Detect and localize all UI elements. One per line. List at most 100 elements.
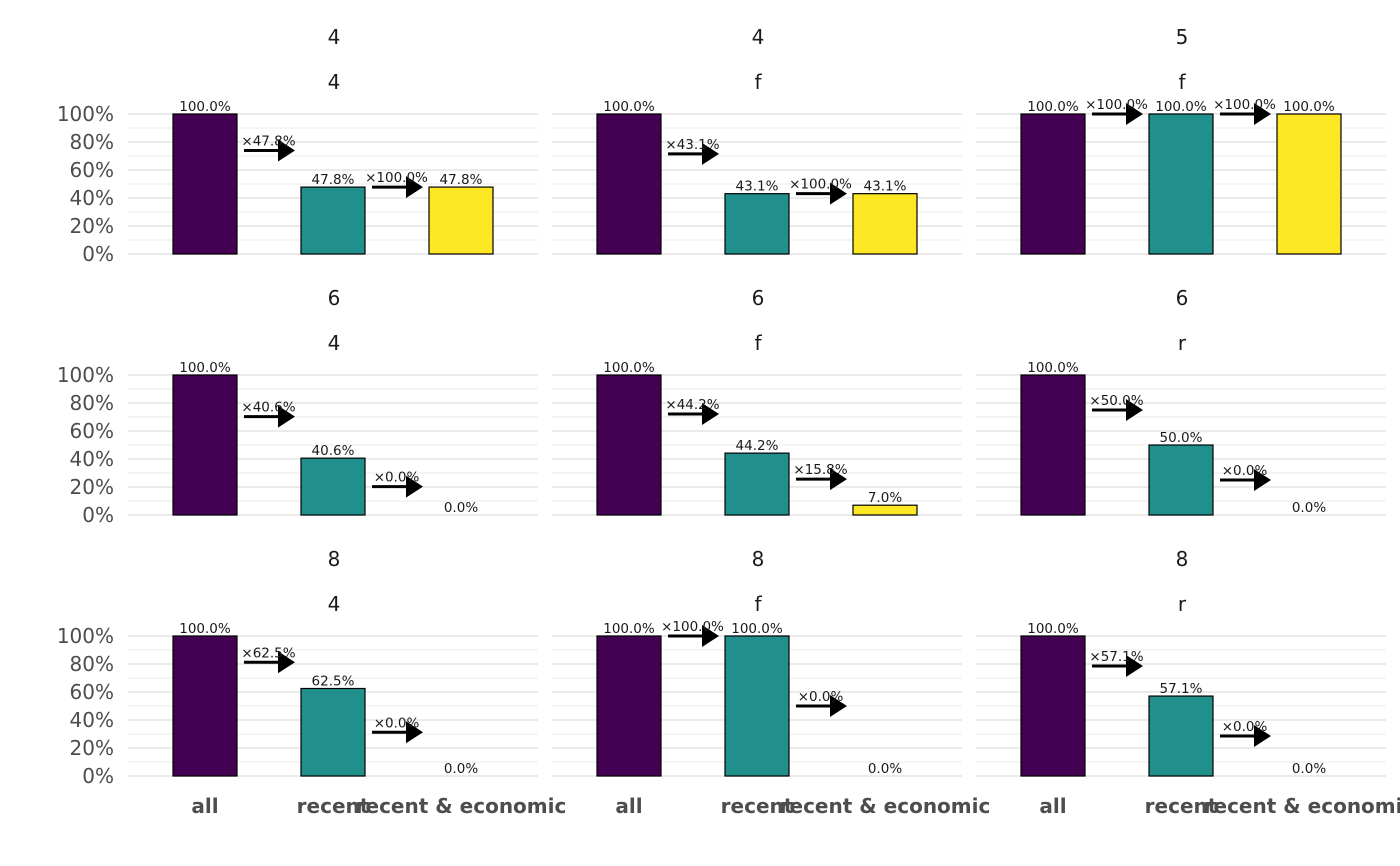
- bar: [300, 457, 366, 516]
- transition-ratio-label: ×40.6%: [241, 400, 295, 416]
- facet-strip-label: 8: [752, 547, 765, 571]
- transition-arrow-head: [830, 182, 847, 205]
- transition-arrow-head: [1126, 655, 1143, 678]
- y-tick-label: 100%: [57, 102, 114, 126]
- transition-arrow-head: [1126, 103, 1143, 125]
- bar-value-label: 47.8%: [440, 172, 483, 188]
- y-tick-label: 0%: [82, 503, 114, 527]
- bar-value-label: 100.0%: [179, 99, 231, 115]
- bar-value-label: 100.0%: [603, 621, 655, 637]
- transition-ratio-label: ×0.0%: [1222, 463, 1268, 479]
- bar: [1148, 695, 1214, 777]
- y-tick-label: 40%: [70, 186, 114, 210]
- transition-ratio-label: ×100.0%: [1213, 97, 1276, 113]
- transition-ratio-label: ×100.0%: [365, 170, 428, 186]
- bar-value-label: 0.0%: [444, 500, 478, 516]
- facet-strip-label: 4: [328, 70, 341, 94]
- transition-arrow-head: [1126, 399, 1143, 421]
- facet-strip-label: 6: [1176, 286, 1189, 310]
- y-tick-label: 80%: [70, 652, 114, 676]
- bar: [172, 635, 238, 777]
- bar-value-label: 7.0%: [868, 490, 902, 506]
- bar-value-label: 43.1%: [736, 179, 779, 195]
- x-tick-label: all: [615, 794, 642, 818]
- facet-strip-label: 4: [328, 331, 341, 355]
- transition-arrow-head: [702, 403, 719, 426]
- bar-value-label: 40.6%: [312, 443, 355, 459]
- bar: [852, 193, 918, 255]
- bar-value-label: 62.5%: [312, 674, 355, 690]
- x-tick-label: recent: [721, 794, 794, 818]
- y-tick-label: 40%: [70, 708, 114, 732]
- y-tick-label: 60%: [70, 680, 114, 704]
- bar: [596, 374, 662, 516]
- bar-value-label: 100.0%: [1283, 99, 1335, 115]
- bar: [300, 687, 366, 777]
- bar-value-label: 100.0%: [1155, 99, 1207, 115]
- y-tick-label: 0%: [82, 242, 114, 266]
- transition-arrow-head: [702, 625, 719, 647]
- bar-value-label: 100.0%: [179, 360, 231, 376]
- bar-value-label: 47.8%: [312, 172, 355, 188]
- transition-ratio-label: ×15.8%: [793, 462, 847, 478]
- transition-ratio-label: ×44.2%: [665, 397, 719, 413]
- transition-arrow-head: [406, 721, 423, 744]
- bar: [428, 186, 494, 255]
- transition-arrow-head: [830, 695, 847, 717]
- transition-ratio-label: ×100.0%: [1085, 97, 1148, 113]
- facet-strip-label: f: [754, 331, 762, 355]
- transition-ratio-label: ×0.0%: [798, 689, 844, 705]
- y-tick-label: 40%: [70, 447, 114, 471]
- bar: [1276, 113, 1342, 255]
- transition-arrow-head: [830, 468, 847, 491]
- bar-value-label: 100.0%: [1027, 360, 1079, 376]
- transition-ratio-label: ×0.0%: [374, 470, 420, 486]
- bar-value-label: 0.0%: [1292, 500, 1326, 516]
- bar: [1148, 444, 1214, 516]
- y-tick-label: 60%: [70, 419, 114, 443]
- bar-value-label: 100.0%: [603, 99, 655, 115]
- transition-arrow-head: [278, 405, 295, 428]
- bar-value-label: 100.0%: [1027, 99, 1079, 115]
- y-tick-label: 20%: [70, 736, 114, 760]
- transition-ratio-label: ×0.0%: [1222, 719, 1268, 735]
- facet-strip-label: 5: [1176, 25, 1189, 49]
- bar-value-label: 100.0%: [1027, 621, 1079, 637]
- bar: [172, 374, 238, 516]
- transition-arrow-head: [1254, 725, 1271, 748]
- x-tick-label: all: [191, 794, 218, 818]
- x-tick-label: recent: [1145, 794, 1218, 818]
- bar: [1020, 113, 1086, 255]
- bar-value-label: 100.0%: [603, 360, 655, 376]
- bar: [1020, 635, 1086, 777]
- transition-arrow-head: [278, 139, 295, 162]
- transition-ratio-label: ×57.1%: [1089, 649, 1143, 665]
- transition-arrow-head: [406, 176, 423, 199]
- bar-value-label: 0.0%: [444, 761, 478, 777]
- transition-arrow-head: [1254, 469, 1271, 491]
- facet-strip-label: 4: [328, 592, 341, 616]
- facet-strip-label: 6: [328, 286, 341, 310]
- x-tick-label: recent & economic: [1204, 794, 1400, 818]
- facet-strip-label: f: [754, 70, 762, 94]
- transition-arrow-head: [1254, 103, 1271, 125]
- y-tick-label: 100%: [57, 363, 114, 387]
- y-tick-label: 20%: [70, 214, 114, 238]
- facet-panel: 840%20%40%60%80%100%100.0%62.5%0.0%×62.5…: [57, 547, 567, 818]
- y-tick-label: 0%: [82, 764, 114, 788]
- facet-strip-label: 4: [752, 25, 765, 49]
- bar: [172, 113, 238, 255]
- bar: [596, 113, 662, 255]
- bar: [852, 504, 918, 516]
- bar: [724, 193, 790, 255]
- facet-strip-label: 8: [328, 547, 341, 571]
- bar-value-label: 43.1%: [864, 179, 907, 195]
- bar-value-label: 50.0%: [1160, 430, 1203, 446]
- y-tick-label: 80%: [70, 391, 114, 415]
- facet-strip-label: f: [754, 592, 762, 616]
